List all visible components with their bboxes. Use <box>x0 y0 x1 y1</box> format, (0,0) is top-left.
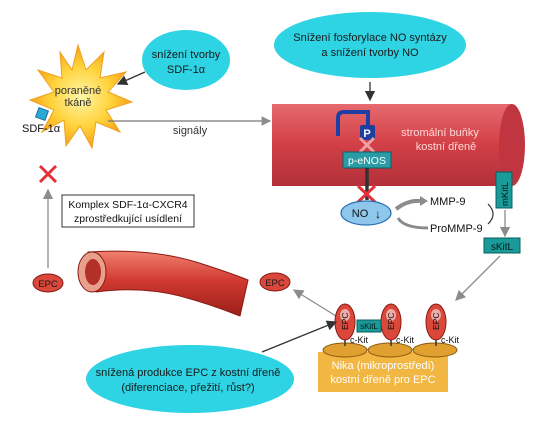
stromal-label: stromální buňky <box>401 127 479 139</box>
arrow-bubble-to-niche <box>261 320 338 353</box>
epc-left <box>32 273 64 293</box>
niche-epc-cell-2 <box>380 303 402 346</box>
ckit-label-1: c-Kit <box>350 335 368 345</box>
arrow-niche-to-epc <box>292 289 337 317</box>
epc-right-label: EPC <box>265 278 285 289</box>
stromal-cells-body <box>272 104 519 186</box>
signals-label: signály <box>173 125 208 137</box>
skitl-label: sKitL <box>491 242 514 253</box>
bubble-decrease-sdf <box>142 30 230 90</box>
arrow-prommp-left <box>396 217 429 230</box>
no-label: NO <box>352 208 369 220</box>
injury-label-2: tkáně <box>65 97 92 109</box>
niche-epc-label-2: EPC <box>386 313 396 330</box>
arrow-no-to-mmp-head <box>420 196 428 206</box>
bubble-phosphorylation-line1: Snížení fosforylace NO syntázy <box>293 32 447 44</box>
niche-epc-cell-1 <box>334 303 356 346</box>
enos-label: p-eNOS <box>348 155 386 167</box>
sdf-receptor-square <box>34 106 50 122</box>
mkitl-label: mKitL <box>500 182 511 206</box>
no-ellipse <box>340 200 392 226</box>
complex-line1: Komplex SDF-1α-CXCR4 <box>68 199 187 211</box>
vessel-lumen <box>85 259 101 285</box>
arrow-no-to-mmp <box>394 198 421 211</box>
blood-vessel <box>87 250 249 317</box>
niche-line2: kostní dřeně pro EPC <box>330 374 435 386</box>
stromal-label-2: kostní dřeně <box>416 141 477 153</box>
arrow-skitl-to-niche <box>455 255 501 301</box>
niche-box <box>318 352 448 392</box>
niche-epc-cell-3 <box>425 303 447 346</box>
complex-box <box>61 194 195 228</box>
bubble-epc-line2: (diferenciace, přežití, růst?) <box>121 382 254 394</box>
niche-epc-label-1: EPC <box>340 313 350 330</box>
niche-line1: Nika (mikroprostředí) <box>332 360 435 372</box>
arrow-prommp-curve <box>487 203 494 225</box>
niche-skitl-box <box>356 319 382 333</box>
bubble-epc-production <box>86 345 294 413</box>
injury-label: poraněné <box>55 85 102 97</box>
mmp9-label: MMP-9 <box>430 196 465 208</box>
ckit-label-3: c-Kit <box>441 335 459 345</box>
bubble-decrease-sdf-line2: SDF-1α <box>167 64 206 76</box>
skitl-box <box>483 237 521 254</box>
complex-line2: zprostředkující usídlení <box>74 213 182 225</box>
bubble-phosphorylation <box>274 12 466 78</box>
epc-right <box>259 272 291 292</box>
p-label: P <box>363 128 370 140</box>
no-arrow-down: ↓ <box>375 207 381 221</box>
prommp9-label: ProMMP-9 <box>430 223 483 235</box>
bubble-epc-line1: snížená produkce EPC z kostní dřeně <box>96 367 281 379</box>
cross-sdf-2 <box>38 164 58 184</box>
bubble-decrease-sdf-line1: snížení tvorby <box>152 49 221 61</box>
cross-p-2 <box>358 136 376 154</box>
injury-star <box>28 43 134 150</box>
stromal-cells-end <box>499 104 525 186</box>
sdf-label: SDF-1α <box>22 123 61 135</box>
enos-hook <box>336 110 370 136</box>
niche-skitl-label: sKitL <box>360 322 378 331</box>
ckit-label-2: c-Kit <box>396 335 414 345</box>
niche-epc-label-3: EPC <box>431 313 441 330</box>
bubble-phosphorylation-line2: a snížení tvorby NO <box>321 47 419 59</box>
mkitl-box <box>495 171 513 209</box>
p-badge <box>360 125 375 140</box>
niche-bump-3 <box>412 342 458 358</box>
cross-enos-2 <box>356 184 377 204</box>
niche-bump-2 <box>367 342 413 358</box>
epc-left-label: EPC <box>38 279 58 290</box>
arrow-bubble-to-injury <box>116 71 146 86</box>
